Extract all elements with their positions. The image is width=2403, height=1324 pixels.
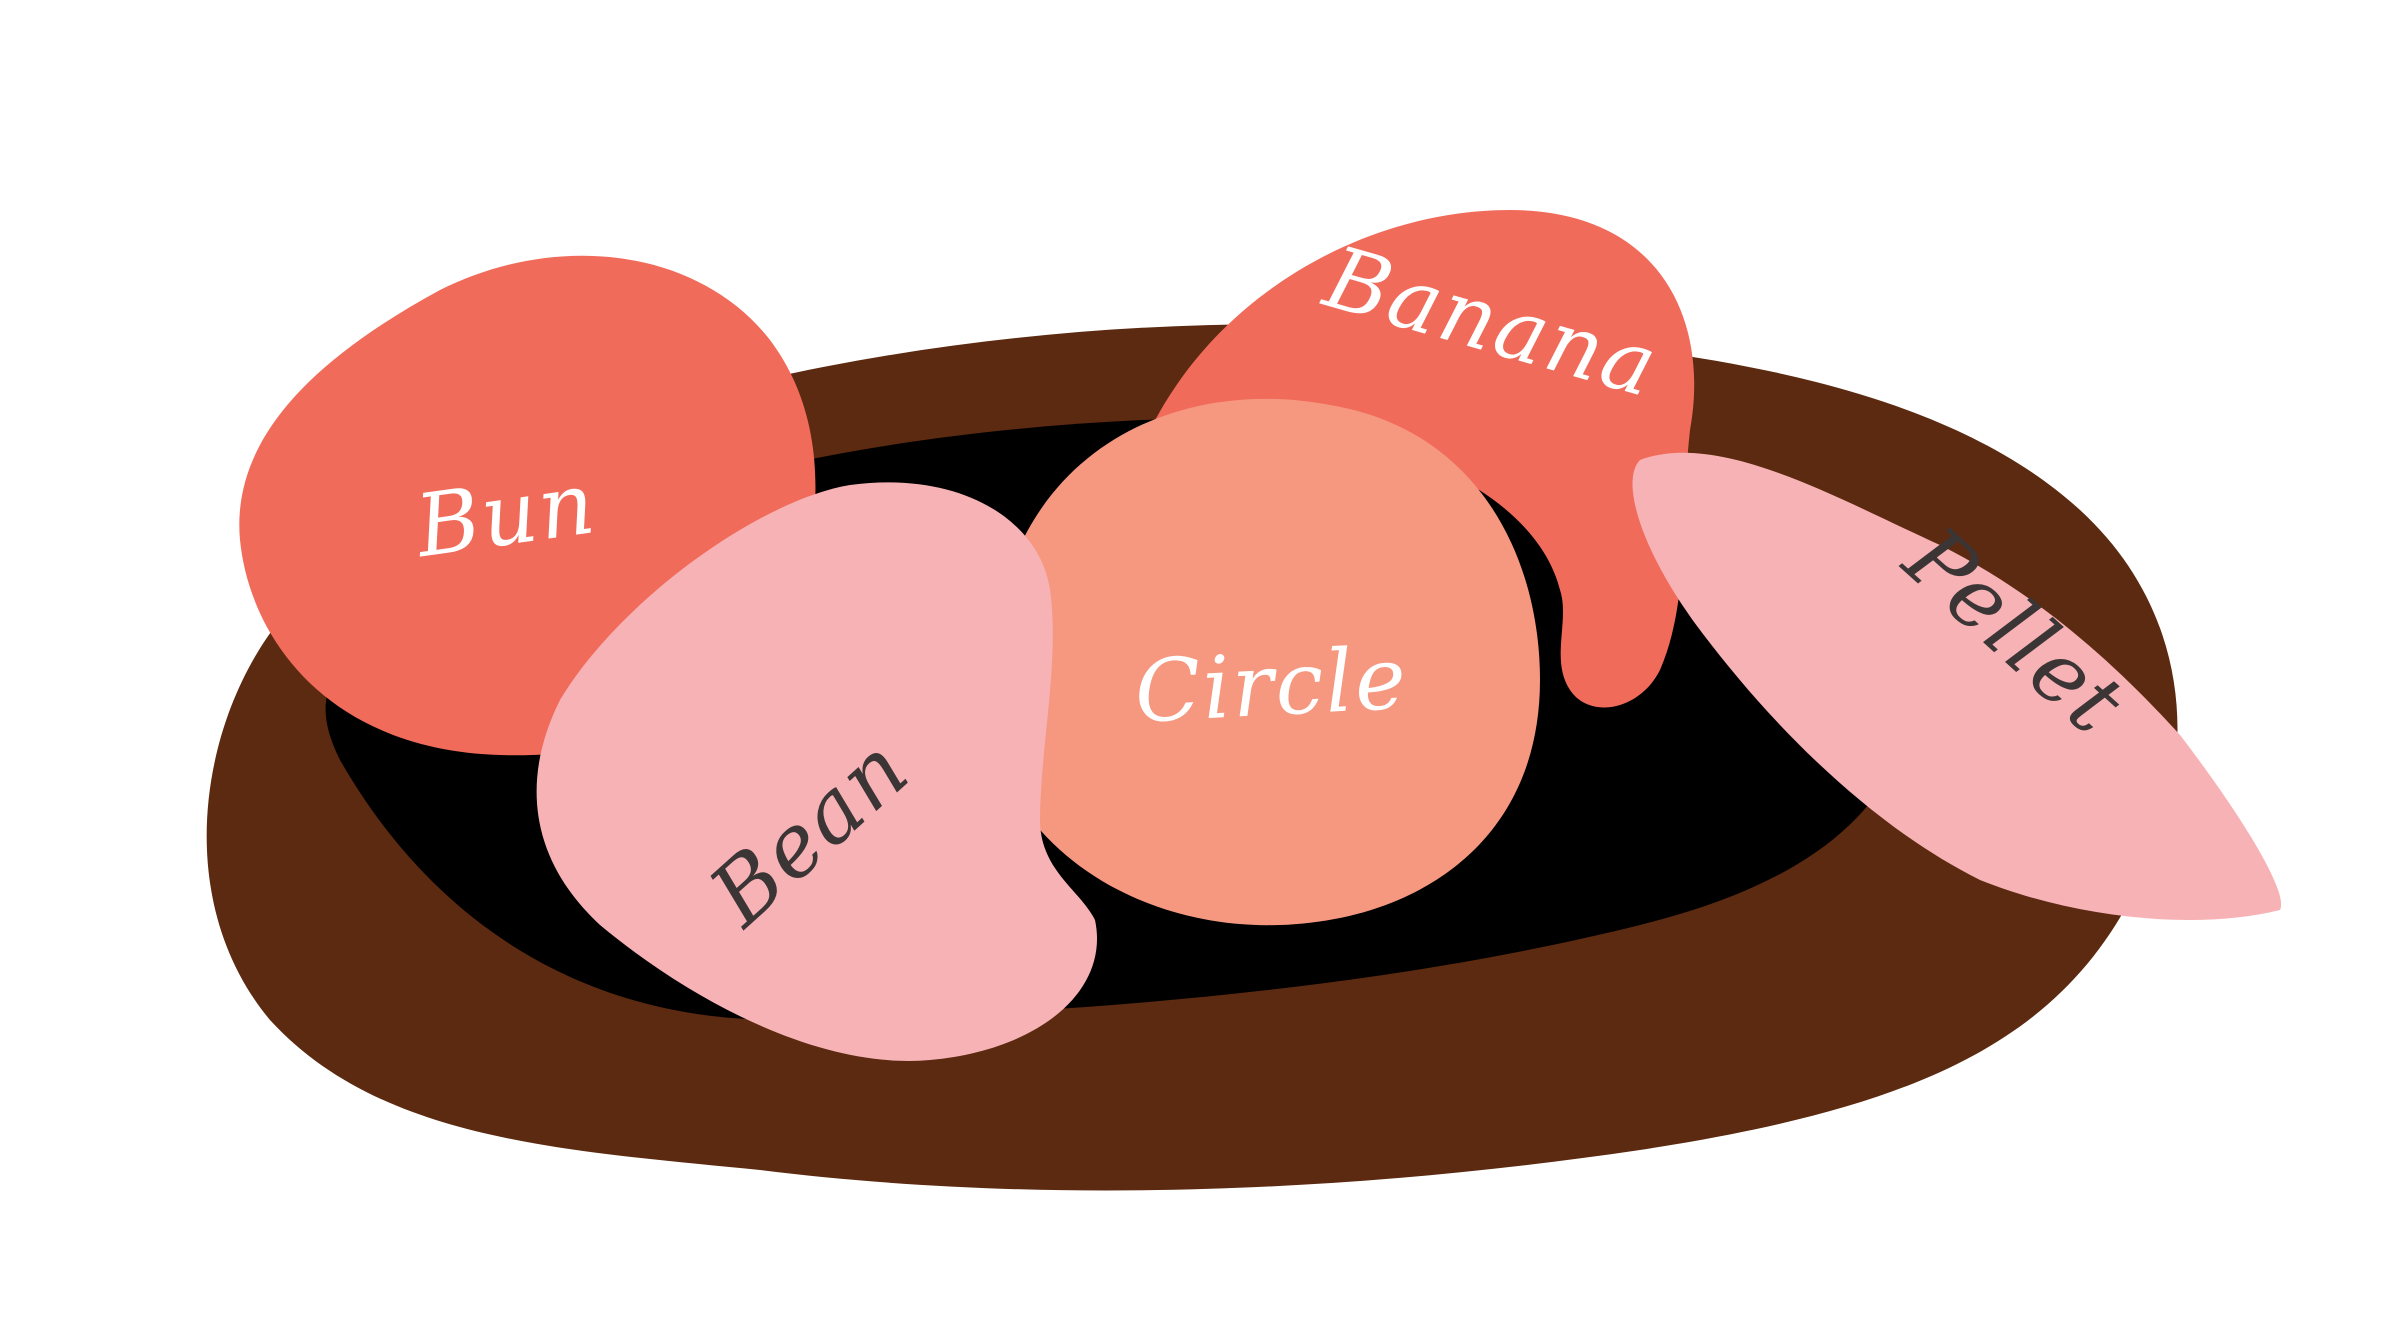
circle-label: Circle xyxy=(1132,629,1410,743)
circle-shape xyxy=(983,398,1540,926)
bean-shape xyxy=(536,482,1098,1061)
pellet-shape xyxy=(1632,452,2282,920)
